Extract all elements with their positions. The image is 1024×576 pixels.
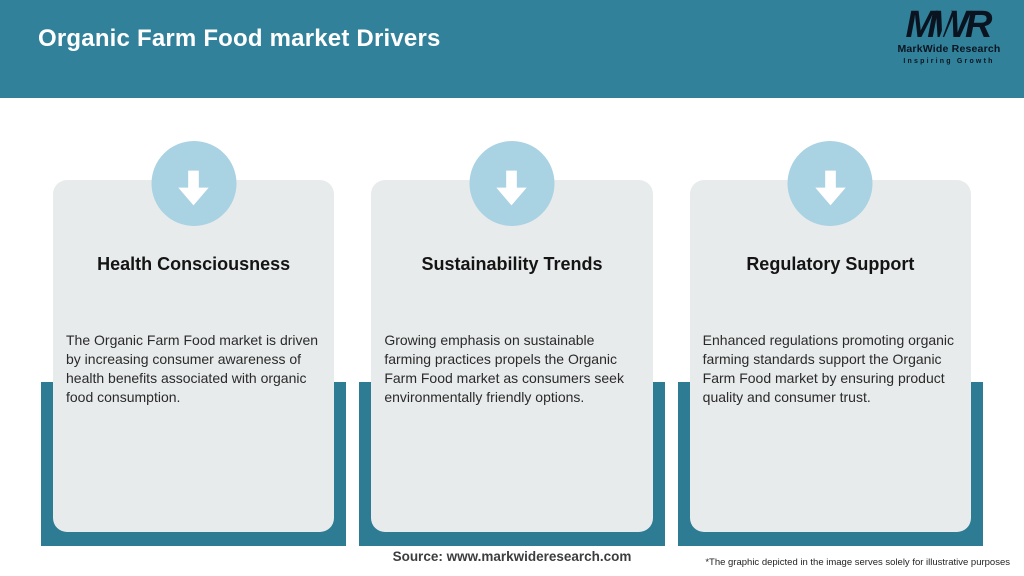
down-arrow-icon bbox=[178, 170, 209, 205]
card-title: Sustainability Trends bbox=[421, 254, 603, 274]
page-title: Organic Farm Food market Drivers bbox=[38, 25, 441, 52]
header-bar: Organic Farm Food market Drivers MWR Mar… bbox=[0, 0, 1024, 98]
driver-card: Health Consciousness The Organic Farm Fo… bbox=[53, 180, 335, 532]
card-title: Health Consciousness bbox=[97, 254, 291, 274]
driver-card-group-1: Health Consciousness The Organic Farm Fo… bbox=[41, 140, 347, 546]
card-description: The Organic Farm Food market is driven b… bbox=[66, 332, 319, 405]
driver-card-group-3: Regulatory Support Enhanced regulations … bbox=[677, 140, 983, 546]
driver-card: Regulatory Support Enhanced regulations … bbox=[689, 180, 971, 532]
logo-tagline: Inspiring Growth bbox=[903, 57, 995, 65]
down-arrow-icon bbox=[815, 170, 846, 205]
card-description: Growing emphasis on sustainable farming … bbox=[384, 332, 624, 405]
arrow-circle-badge bbox=[469, 141, 555, 226]
arrow-circle-badge bbox=[151, 141, 237, 226]
arrow-circle-badge bbox=[787, 141, 873, 226]
brand-logo: MWR MarkWide Research Inspiring Growth bbox=[890, 5, 1008, 65]
driver-card-group-2: Sustainability Trends Growing emphasis o… bbox=[359, 140, 665, 546]
card-description: Enhanced regulations promoting organic f… bbox=[702, 332, 955, 405]
card-title: Regulatory Support bbox=[746, 254, 915, 274]
logo-company-name: MarkWide Research bbox=[897, 43, 1001, 55]
logo-monogram: MWR bbox=[906, 5, 993, 45]
source-text: Source: www.markwideresearch.com bbox=[392, 549, 632, 564]
drivers-section: Health Consciousness The Organic Farm Fo… bbox=[0, 140, 1024, 546]
down-arrow-icon bbox=[496, 170, 528, 205]
disclaimer-text: *The graphic depicted in the image serve… bbox=[705, 557, 1010, 568]
driver-card: Sustainability Trends Growing emphasis o… bbox=[371, 180, 653, 532]
